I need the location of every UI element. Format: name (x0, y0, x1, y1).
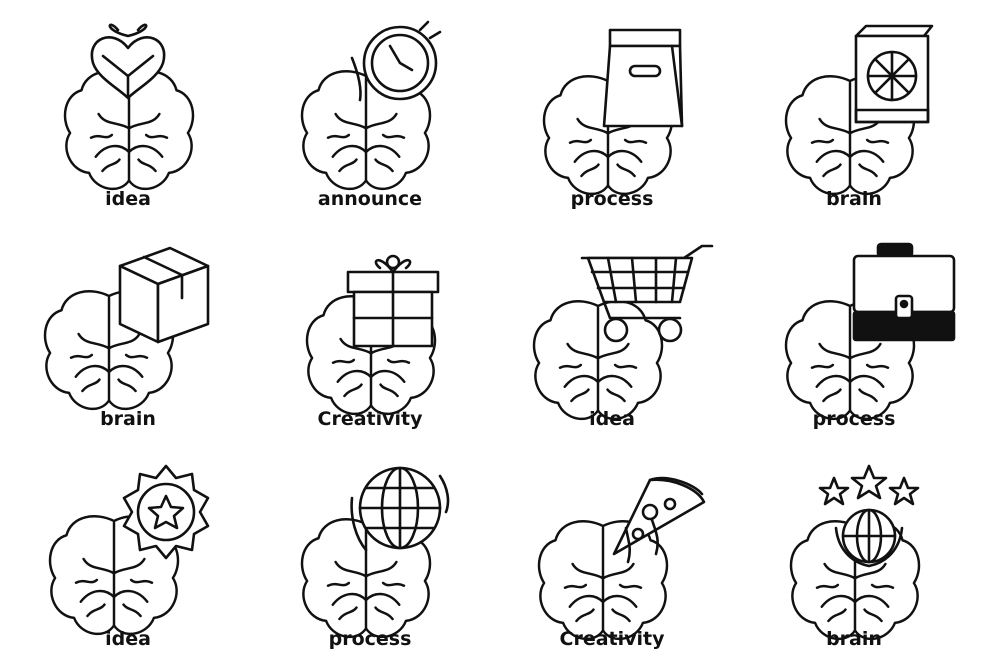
icon-cell: process (250, 448, 490, 663)
icon-cell: idea (8, 448, 248, 663)
icon-cell: Creativity (492, 448, 732, 663)
icon-cell: Creativity (250, 228, 490, 443)
brain-icon (784, 242, 956, 421)
star-badge-icon (122, 464, 210, 560)
pizza-box-icon (854, 24, 934, 124)
icon-label: process (570, 188, 654, 210)
globe-icon (350, 466, 450, 552)
icon-label: idea (105, 188, 151, 210)
icon-label: process (328, 628, 412, 650)
icon-label: Creativity (559, 628, 665, 650)
briefcase-icon (852, 242, 956, 342)
icon-cell: announce (250, 8, 490, 223)
brain-icon (537, 476, 706, 641)
brain-icon (789, 464, 921, 641)
brain-icon (43, 246, 210, 411)
globe-stars-icon (818, 464, 920, 568)
icon-cell: idea (8, 8, 248, 223)
icon-label: announce (317, 188, 423, 210)
icon-cell: process (492, 8, 732, 223)
icon-cell: process (734, 228, 974, 443)
brain-icon (300, 466, 450, 639)
icon-label: idea (105, 628, 151, 650)
icon-label: idea (589, 408, 635, 430)
gift-box-icon (346, 254, 440, 348)
icon-cell: brain (734, 448, 974, 663)
brain-icon (305, 254, 440, 416)
icon-label: brain (100, 408, 156, 430)
shopping-bag-icon (602, 28, 684, 128)
brain-icon (48, 464, 210, 636)
icon-label: brain (826, 628, 882, 650)
icon-label: brain (826, 188, 882, 210)
pizza-slice-icon (612, 476, 706, 564)
icon-label: Creativity (317, 408, 423, 430)
icon-label: process (812, 408, 896, 430)
stopwatch-icon (350, 20, 442, 102)
brain-icon (300, 20, 442, 191)
brain-icon (63, 23, 195, 191)
icon-cell: idea (492, 228, 732, 443)
heart-gift-box-icon (90, 23, 166, 100)
brain-icon (532, 244, 714, 421)
shopping-cart-icon (580, 244, 714, 343)
brain-icon (784, 24, 934, 196)
icon-cell: brain (8, 228, 248, 443)
icon-cell: brain (734, 8, 974, 223)
cardboard-box-icon (118, 246, 210, 344)
brain-icon (542, 28, 684, 196)
